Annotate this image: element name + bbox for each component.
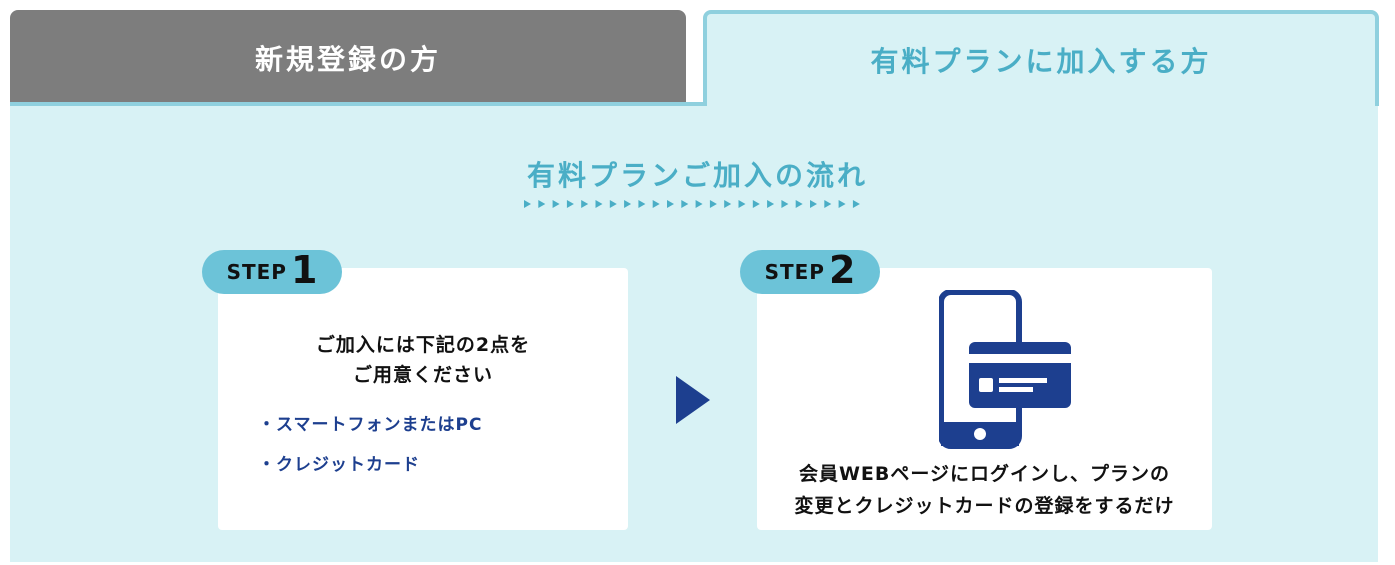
- tab-paid-plan[interactable]: 有料プランに加入する方: [703, 10, 1379, 106]
- list-item-credit-card: ・クレジットカード: [258, 455, 420, 475]
- step-2-line-1: 会員WEBページにログインし、プランの: [798, 463, 1171, 485]
- smartphone-credit-card-icon: [939, 290, 1071, 449]
- step-2-line-2: 変更とクレジットカードの登録をするだけ: [794, 495, 1175, 517]
- step-1-badge: STEP 1: [202, 250, 342, 294]
- step-2-card: 会員WEBページにログインし、プランの 変更とクレジットカードの登録をするだけ: [757, 268, 1212, 530]
- step-2-description: 会員WEBページにログインし、プランの 変更とクレジットカードの登録をするだけ: [757, 458, 1212, 522]
- triangle-dots-divider: [524, 200, 860, 208]
- tab-paid-plan-label: 有料プランに加入する方: [870, 45, 1212, 78]
- step-2-word: STEP: [764, 260, 825, 284]
- step-2-badge: STEP 2: [740, 250, 880, 294]
- step-2-number: 2: [828, 248, 856, 292]
- tab-new-registration-label: 新規登録の方: [254, 43, 441, 76]
- list-item-smartphone-pc: ・スマートフォンまたはPC: [258, 415, 483, 435]
- step-1-line-2: ご用意ください: [352, 364, 493, 386]
- step-1-word: STEP: [226, 260, 287, 284]
- required-items-list: ・スマートフォンまたはPC ・クレジットカード: [258, 410, 482, 490]
- next-step-arrow-icon: [676, 376, 710, 424]
- step-1-card: ご加入には下記の2点を ご用意ください ・スマートフォンまたはPC ・クレジット…: [218, 268, 628, 530]
- flow-title: 有料プランご加入の流れ: [526, 159, 868, 192]
- step-1-number: 1: [290, 248, 318, 292]
- step-1-line-1: ご加入には下記の2点を: [315, 334, 531, 356]
- tab-new-registration[interactable]: 新規登録の方: [10, 10, 686, 106]
- step-1-description: ご加入には下記の2点を ご用意ください: [218, 330, 628, 390]
